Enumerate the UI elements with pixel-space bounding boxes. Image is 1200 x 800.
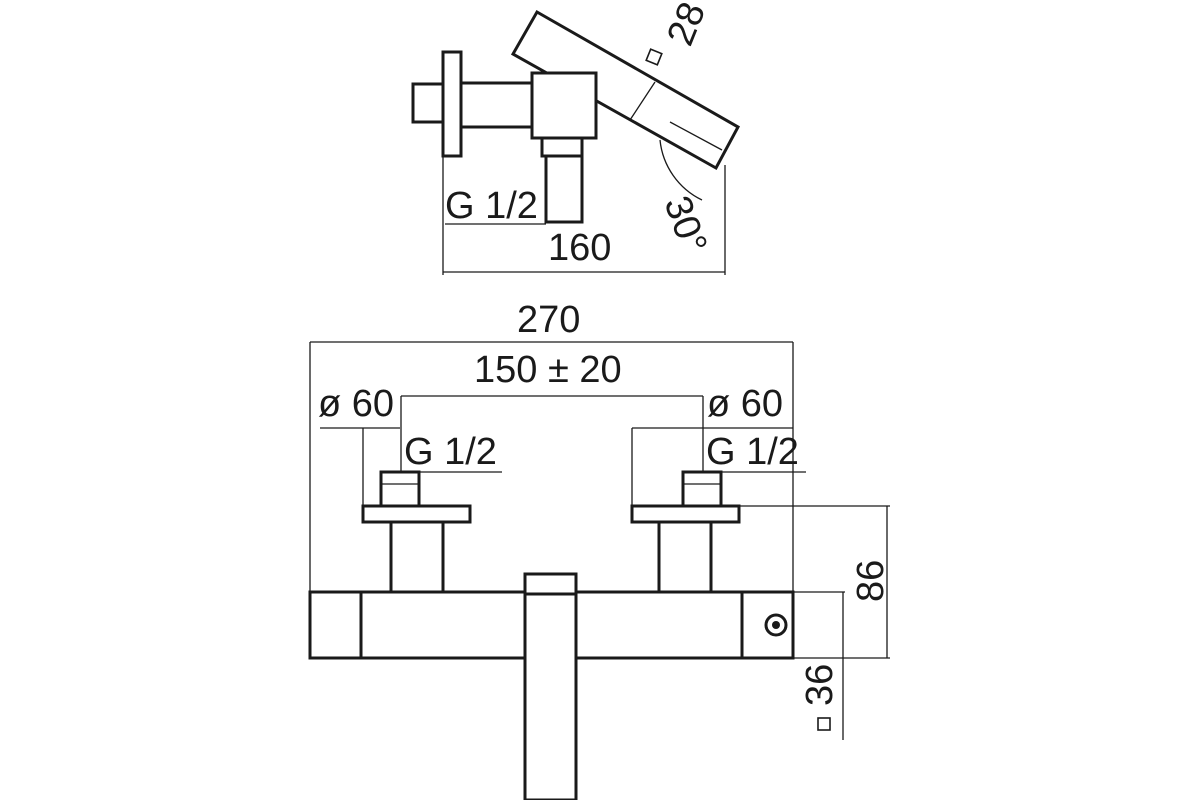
left-wall-flange xyxy=(361,504,472,524)
left-inlet-nut xyxy=(379,470,421,508)
side-inlet-thread-label: G 1/2 xyxy=(445,185,538,227)
right-inlet-stem xyxy=(657,520,713,594)
left-inlet-stem xyxy=(389,520,445,594)
right-flange-diameter-label: ø 60 xyxy=(707,383,783,425)
side-connector-bar xyxy=(459,81,534,129)
side-nipple xyxy=(411,82,445,124)
spout-split-line xyxy=(629,81,656,121)
body-square-label: 36 xyxy=(799,664,841,706)
front-spout xyxy=(523,592,578,800)
body-square-symbol xyxy=(817,717,831,731)
height-label: 86 xyxy=(850,560,892,602)
right-inlet-thread-label: G 1/2 xyxy=(706,431,799,473)
front-view: 270 150 ± 20 ø 60 ø 60 G 1/2 G 1/2 xyxy=(308,299,892,800)
body-left-handle xyxy=(308,590,363,660)
left-inlet-thread-label: G 1/2 xyxy=(404,431,497,473)
side-inlet-pipe xyxy=(544,154,584,224)
set-screw-inner xyxy=(772,621,780,629)
side-body-block xyxy=(530,71,598,140)
spout-inner-line xyxy=(669,121,723,151)
side-wall-flange xyxy=(441,50,463,158)
spout-square-label: 28 xyxy=(659,0,714,51)
spout-square-symbol xyxy=(645,48,663,66)
overall-width-label: 270 xyxy=(517,299,580,341)
depth-label: 160 xyxy=(548,227,611,269)
side-view: 28 G 1/2 30° 160 xyxy=(411,0,741,275)
right-wall-flange xyxy=(630,504,741,524)
right-inlet-nut xyxy=(681,470,723,508)
side-inlet-collar xyxy=(540,136,584,158)
angle-arc xyxy=(659,139,703,201)
spout-angle-label: 30° xyxy=(656,191,715,259)
front-spout-cap xyxy=(523,572,578,596)
inlet-spacing-label: 150 ± 20 xyxy=(474,349,622,391)
left-flange-diameter-label: ø 60 xyxy=(318,383,394,425)
